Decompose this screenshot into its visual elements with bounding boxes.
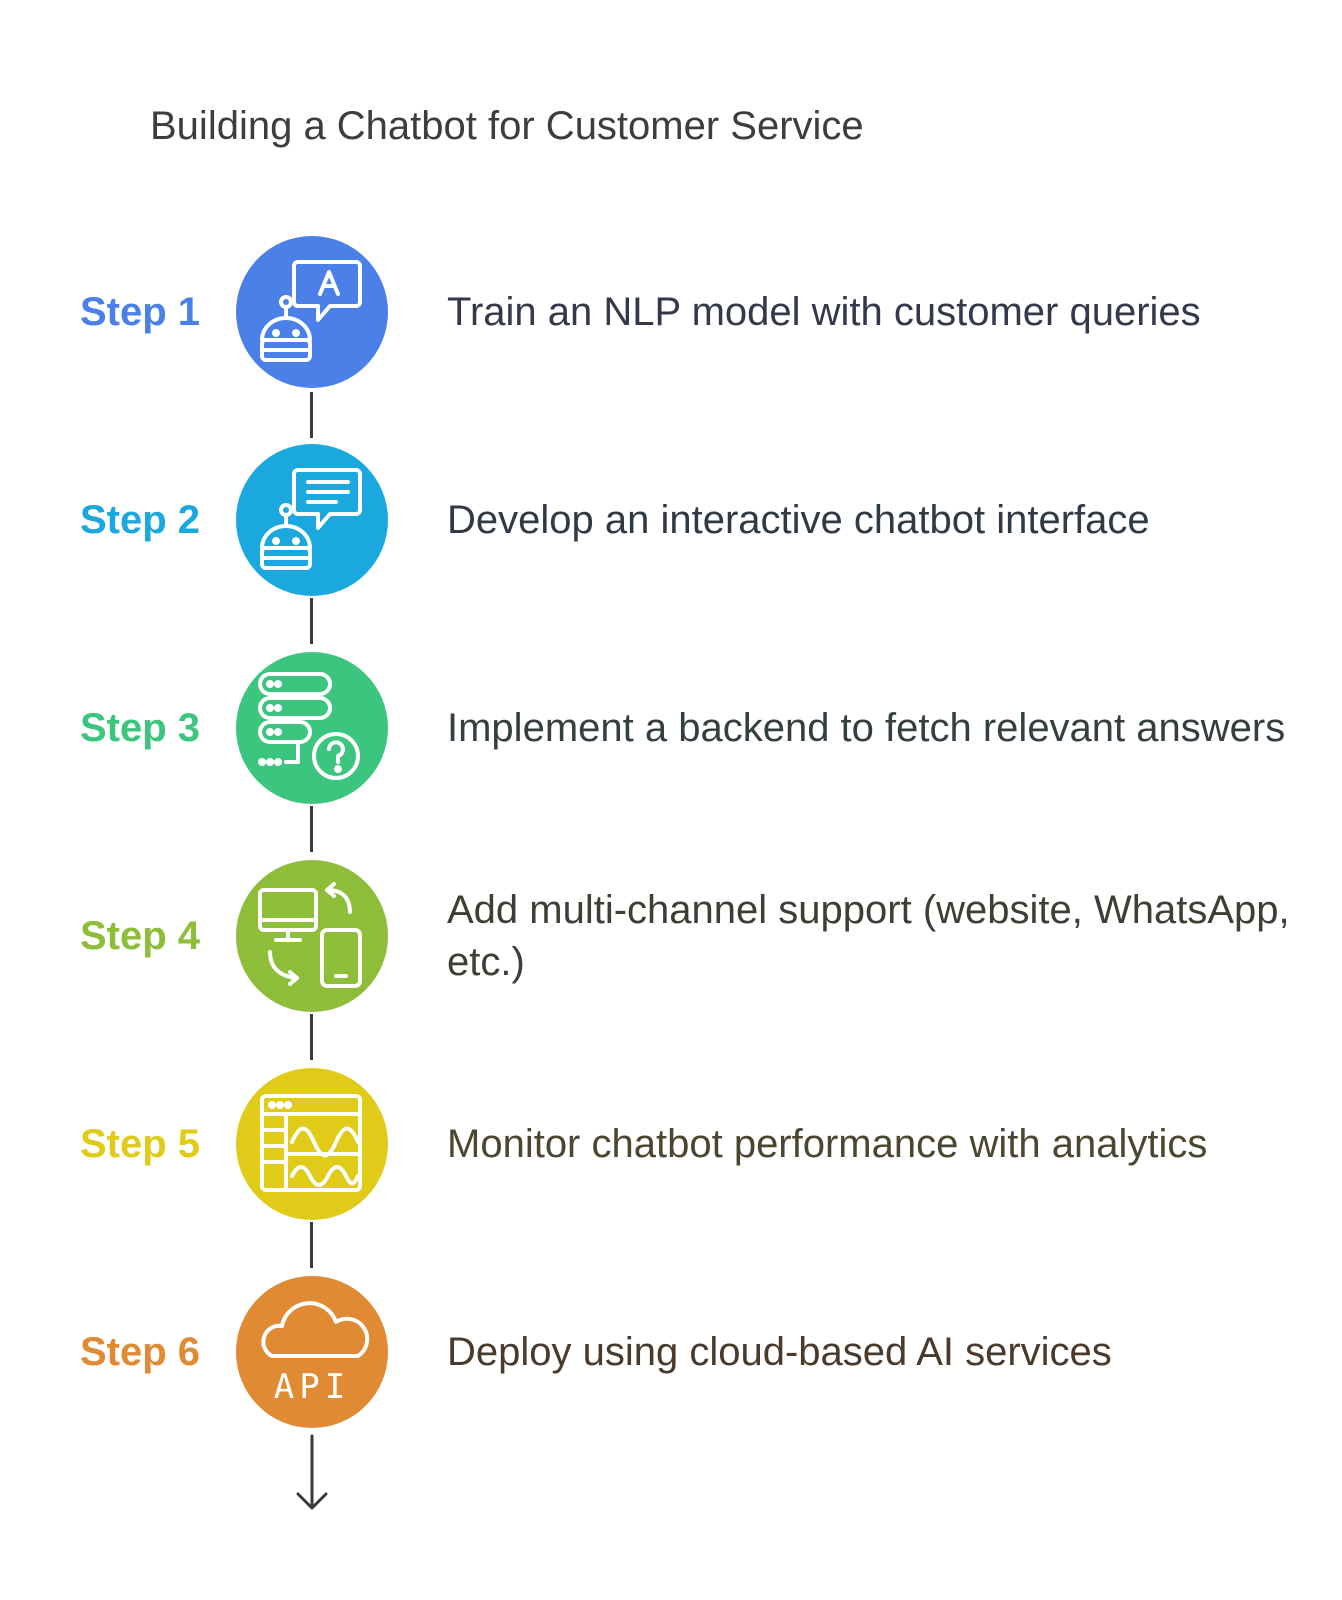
step-1-label: Step 1 xyxy=(80,289,201,334)
svg-text:API: API xyxy=(274,1367,350,1407)
step-3-circle xyxy=(236,652,388,804)
connector-line xyxy=(310,392,313,438)
step-6-circle: API xyxy=(236,1276,388,1428)
step-6-text: Deploy using cloud-based AI services xyxy=(447,1330,1112,1374)
step-4-text: Add multi-channel support (website, What… xyxy=(447,888,1290,984)
step-5-circle xyxy=(236,1068,388,1220)
step-1-circle xyxy=(236,236,388,388)
connector-line xyxy=(310,1014,313,1060)
step-5-text: Monitor chatbot performance with analyti… xyxy=(447,1122,1208,1166)
step-1-text: Train an NLP model with customer queries xyxy=(447,290,1201,334)
step-3-text: Implement a backend to fetch relevant an… xyxy=(447,706,1286,750)
connector-line xyxy=(310,1222,313,1268)
step-5-label: Step 5 xyxy=(80,1121,201,1166)
robot-chat-icon xyxy=(260,468,362,570)
step-4-circle xyxy=(236,860,388,1012)
database-question-icon xyxy=(258,672,360,780)
step-4-label: Step 4 xyxy=(80,913,201,958)
devices-sync-icon xyxy=(258,882,362,988)
step-2-label: Step 2 xyxy=(80,497,201,542)
cloud-api-icon: API xyxy=(261,1301,370,1407)
arrow-down-icon xyxy=(296,1434,328,1510)
step-2-circle xyxy=(236,444,388,596)
analytics-dashboard-icon xyxy=(260,1094,362,1192)
robot-speech-bubble-a-icon xyxy=(260,260,362,362)
step-2-text: Develop an interactive chatbot interface xyxy=(447,498,1150,542)
diagram-title: Building a Chatbot for Customer Service xyxy=(150,104,864,148)
connector-line xyxy=(310,806,313,852)
step-3-label: Step 3 xyxy=(80,705,201,750)
step-6-label: Step 6 xyxy=(80,1329,201,1374)
connector-line xyxy=(310,598,313,644)
